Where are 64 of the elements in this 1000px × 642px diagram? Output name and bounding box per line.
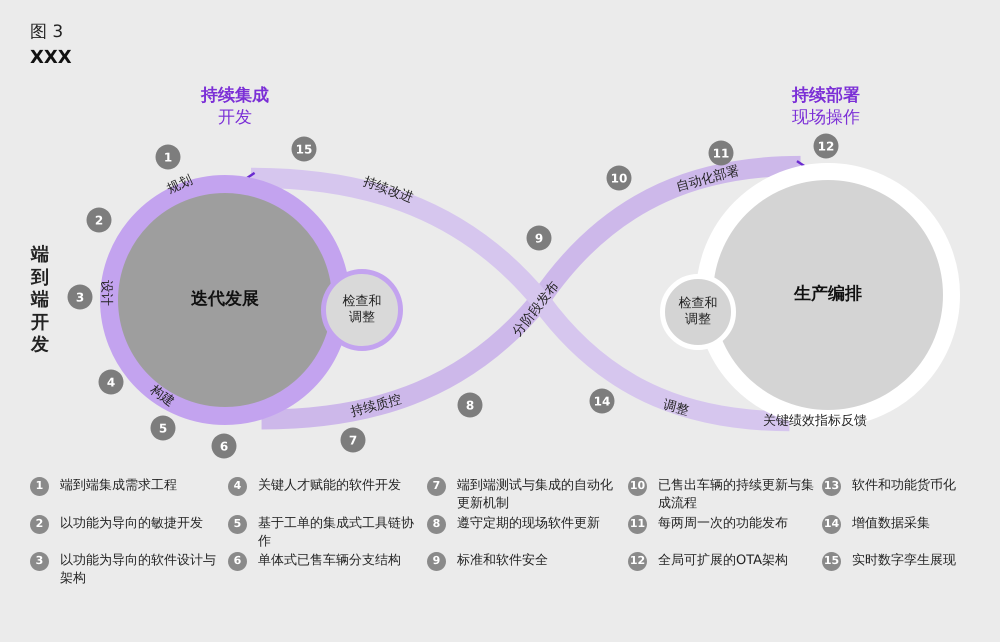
key-number: 12: [628, 552, 647, 571]
key-text: 软件和功能货币化: [852, 477, 957, 495]
key-text: 增值数据采集: [852, 515, 931, 533]
key-number: 13: [822, 477, 841, 496]
side-heading: 端到端开发: [31, 244, 49, 356]
callout-number: 3: [68, 284, 92, 310]
key-number: 2: [30, 515, 49, 534]
key-text: 实时数字孪生展现: [852, 552, 957, 570]
phase-subheading: 开发: [218, 106, 252, 130]
key-text: 以功能为导向的软件设计与架构: [60, 552, 217, 588]
band-label: 持续质控: [349, 393, 403, 419]
callout-number: 9: [526, 226, 552, 250]
key-number: 9: [427, 552, 446, 571]
key-number: 1: [30, 477, 49, 496]
node-text: 检查和调整: [678, 296, 718, 328]
key-text: 全局可扩展的OTA架构: [658, 552, 790, 570]
callout-number: 4: [98, 370, 124, 394]
key-number: 14: [822, 515, 841, 534]
callout-number: 2: [86, 208, 112, 232]
figure-number: 图 3: [30, 21, 64, 44]
band-label: 规划: [165, 174, 195, 196]
node-text: 迭代发展: [191, 289, 259, 311]
key-number: 4: [228, 477, 247, 496]
key-number: 8: [427, 515, 446, 534]
figure-title: XXX: [30, 46, 72, 70]
band-label: 持续改进: [361, 175, 415, 205]
band-label: 自动化部署: [674, 164, 742, 194]
callout-number: 5: [150, 416, 176, 440]
key-text: 已售出车辆的持续更新与集成流程: [658, 477, 815, 513]
callout-number: 8: [458, 392, 482, 418]
band-label: 分阶段发布: [510, 279, 562, 339]
key-text: 关键人才赋能的软件开发: [258, 477, 402, 495]
phase-heading: 持续部署: [792, 84, 860, 108]
callout-number: 10: [606, 166, 632, 190]
callout-number: 1: [156, 144, 180, 170]
node-text: 生产编排: [794, 284, 862, 306]
key-text: 端到端测试与集成的自动化更新机制: [457, 477, 614, 513]
key-text: 端到端集成需求工程: [60, 477, 178, 495]
band-label: 设计: [100, 280, 112, 306]
band-label: 调整: [662, 398, 690, 418]
key-text: 以功能为导向的敏捷开发: [60, 515, 204, 533]
key-number: 6: [228, 552, 247, 571]
key-text: 遵守定期的现场软件更新: [457, 515, 601, 533]
callout-number: 11: [708, 140, 734, 166]
callout-number: 15: [292, 136, 316, 162]
key-number: 5: [228, 515, 247, 534]
key-number: 10: [628, 477, 647, 496]
key-number: 11: [628, 515, 647, 534]
callout-number: 14: [590, 388, 614, 414]
callout-number: 12: [814, 134, 838, 158]
key-text: 每两周一次的功能发布: [658, 515, 789, 533]
key-text: 基于工单的集成式工具链协作: [258, 515, 415, 551]
callout-number: 7: [340, 428, 366, 452]
phase-heading: 持续集成: [201, 84, 269, 108]
key-text: 单体式已售车辆分支结构: [258, 552, 402, 570]
callout-number: 6: [212, 434, 236, 458]
key-number: 7: [427, 477, 446, 496]
node-text: 检查和调整: [342, 294, 382, 326]
key-number: 3: [30, 552, 49, 571]
band-label: 构建: [148, 383, 176, 409]
phase-subheading: 现场操作: [792, 106, 860, 130]
band-label: 关键绩效指标反馈: [763, 414, 867, 428]
key-number: 15: [822, 552, 841, 571]
key-text: 标准和软件安全: [457, 552, 549, 570]
